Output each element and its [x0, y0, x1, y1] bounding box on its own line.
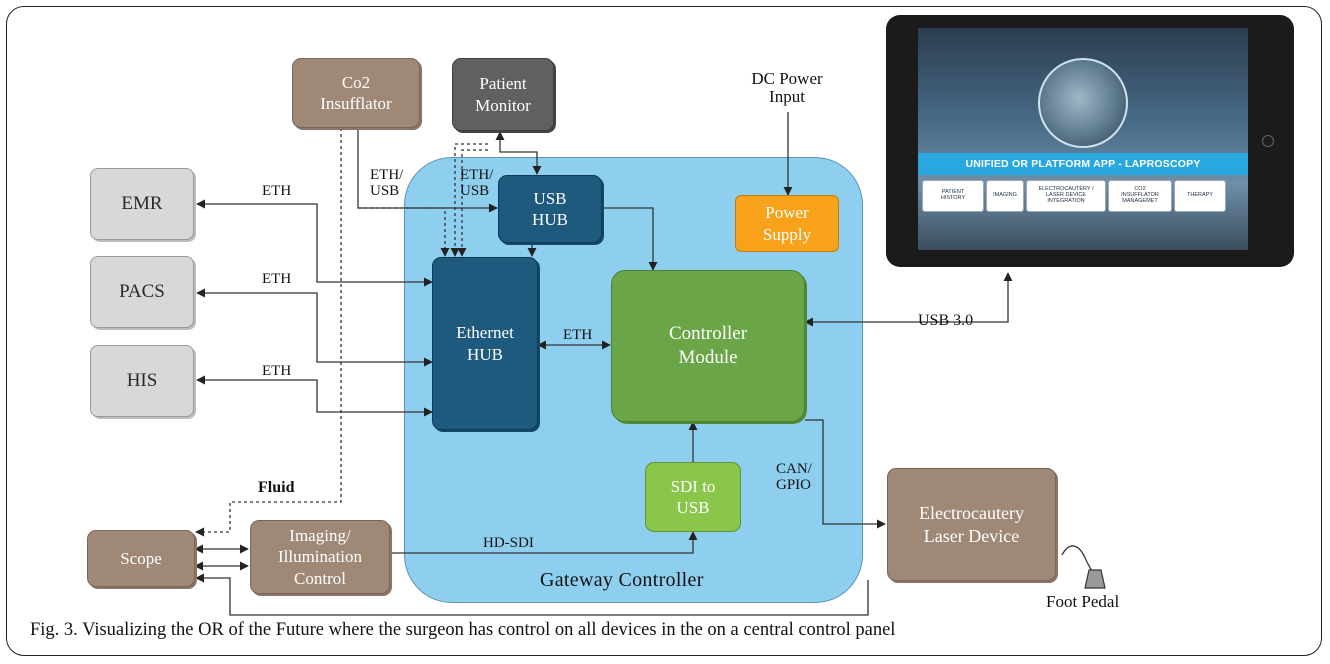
eth-hub-controller-label: ETH	[563, 327, 593, 343]
emr-box: EMR	[90, 168, 194, 240]
eth-usb-co2-label: ETH/ USB	[370, 167, 404, 199]
eth-his-label: ETH	[262, 363, 292, 379]
wire-emr	[196, 199, 433, 287]
foot-pedal-label: Foot Pedal	[1046, 592, 1120, 611]
eth-pacs-label: ETH	[262, 271, 292, 287]
eth-emr-label: ETH	[262, 183, 292, 199]
wire-his	[196, 375, 433, 417]
fluid-label: Fluid	[258, 479, 295, 496]
wire-electrocautery-scope	[195, 573, 869, 616]
wire-hd-sdi	[390, 531, 698, 554]
tablet-screen: UNIFIED OR PLATFORM APP - LAPROSCOPY PAT…	[918, 28, 1248, 250]
controller-module-box: Controller Module	[611, 270, 805, 422]
usb-hub-box: USB HUB	[498, 175, 602, 243]
power-supply-box: Power Supply	[735, 195, 839, 252]
surgery-image	[1038, 58, 1128, 148]
figure-frame	[6, 6, 1322, 656]
wire-controller-tablet	[804, 272, 1013, 327]
tile-patient-history[interactable]: PATIENT HISTORY	[922, 180, 984, 212]
app-banner: UNIFIED OR PLATFORM APP - LAPROSCOPY	[918, 153, 1248, 175]
wire-pacs	[196, 288, 433, 367]
tile-imaging[interactable]: IMAGING	[986, 180, 1024, 212]
home-button-icon	[1262, 135, 1274, 147]
co2-insufflator-box: Co2 Insufflator	[292, 58, 420, 128]
wire-monitor-usbhub	[495, 131, 542, 175]
dc-power-input-label: DC Power Input	[751, 69, 823, 106]
tile-therapy[interactable]: THERAPY	[1174, 180, 1226, 212]
hd-sdi-label: HD-SDI	[483, 535, 534, 551]
foot-pedal-icon	[1084, 569, 1106, 589]
tile-co2-insufflator[interactable]: CO2 INSUFFLATOR MANAGEMET	[1108, 180, 1172, 212]
wire-usbhub-controller	[602, 207, 658, 271]
wire-co2-ethhub	[358, 207, 450, 257]
sdi-to-usb-box: SDI to USB	[645, 462, 741, 532]
usb30-label: USB 3.0	[918, 312, 974, 329]
his-box: HIS	[90, 345, 194, 417]
imaging-illumination-box: Imaging/ Illumination Control	[250, 520, 390, 594]
pacs-box: PACS	[90, 256, 194, 328]
scope-box: Scope	[87, 530, 195, 587]
gateway-controller-title: Gateway Controller	[540, 569, 704, 591]
wire-monitor-ethhub-a	[450, 143, 488, 257]
wire-can-gpio	[805, 419, 886, 529]
figure-caption: Fig. 3. Visualizing the OR of the Future…	[30, 620, 896, 640]
electrocautery-box: Electrocautery Laser Device	[887, 468, 1056, 581]
can-gpio-label: CAN/ GPIO	[776, 461, 812, 493]
ethernet-hub-box: Ethernet HUB	[432, 257, 538, 430]
wire-monitor-ethhub-b	[457, 149, 488, 257]
tile-electrocautery[interactable]: ELECTROCAUTERY / LASER DEVICE INTEGRATIO…	[1026, 180, 1106, 212]
patient-monitor-box: Patient Monitor	[452, 58, 554, 131]
eth-usb-monitor-label: ETH/ USB	[460, 167, 494, 199]
